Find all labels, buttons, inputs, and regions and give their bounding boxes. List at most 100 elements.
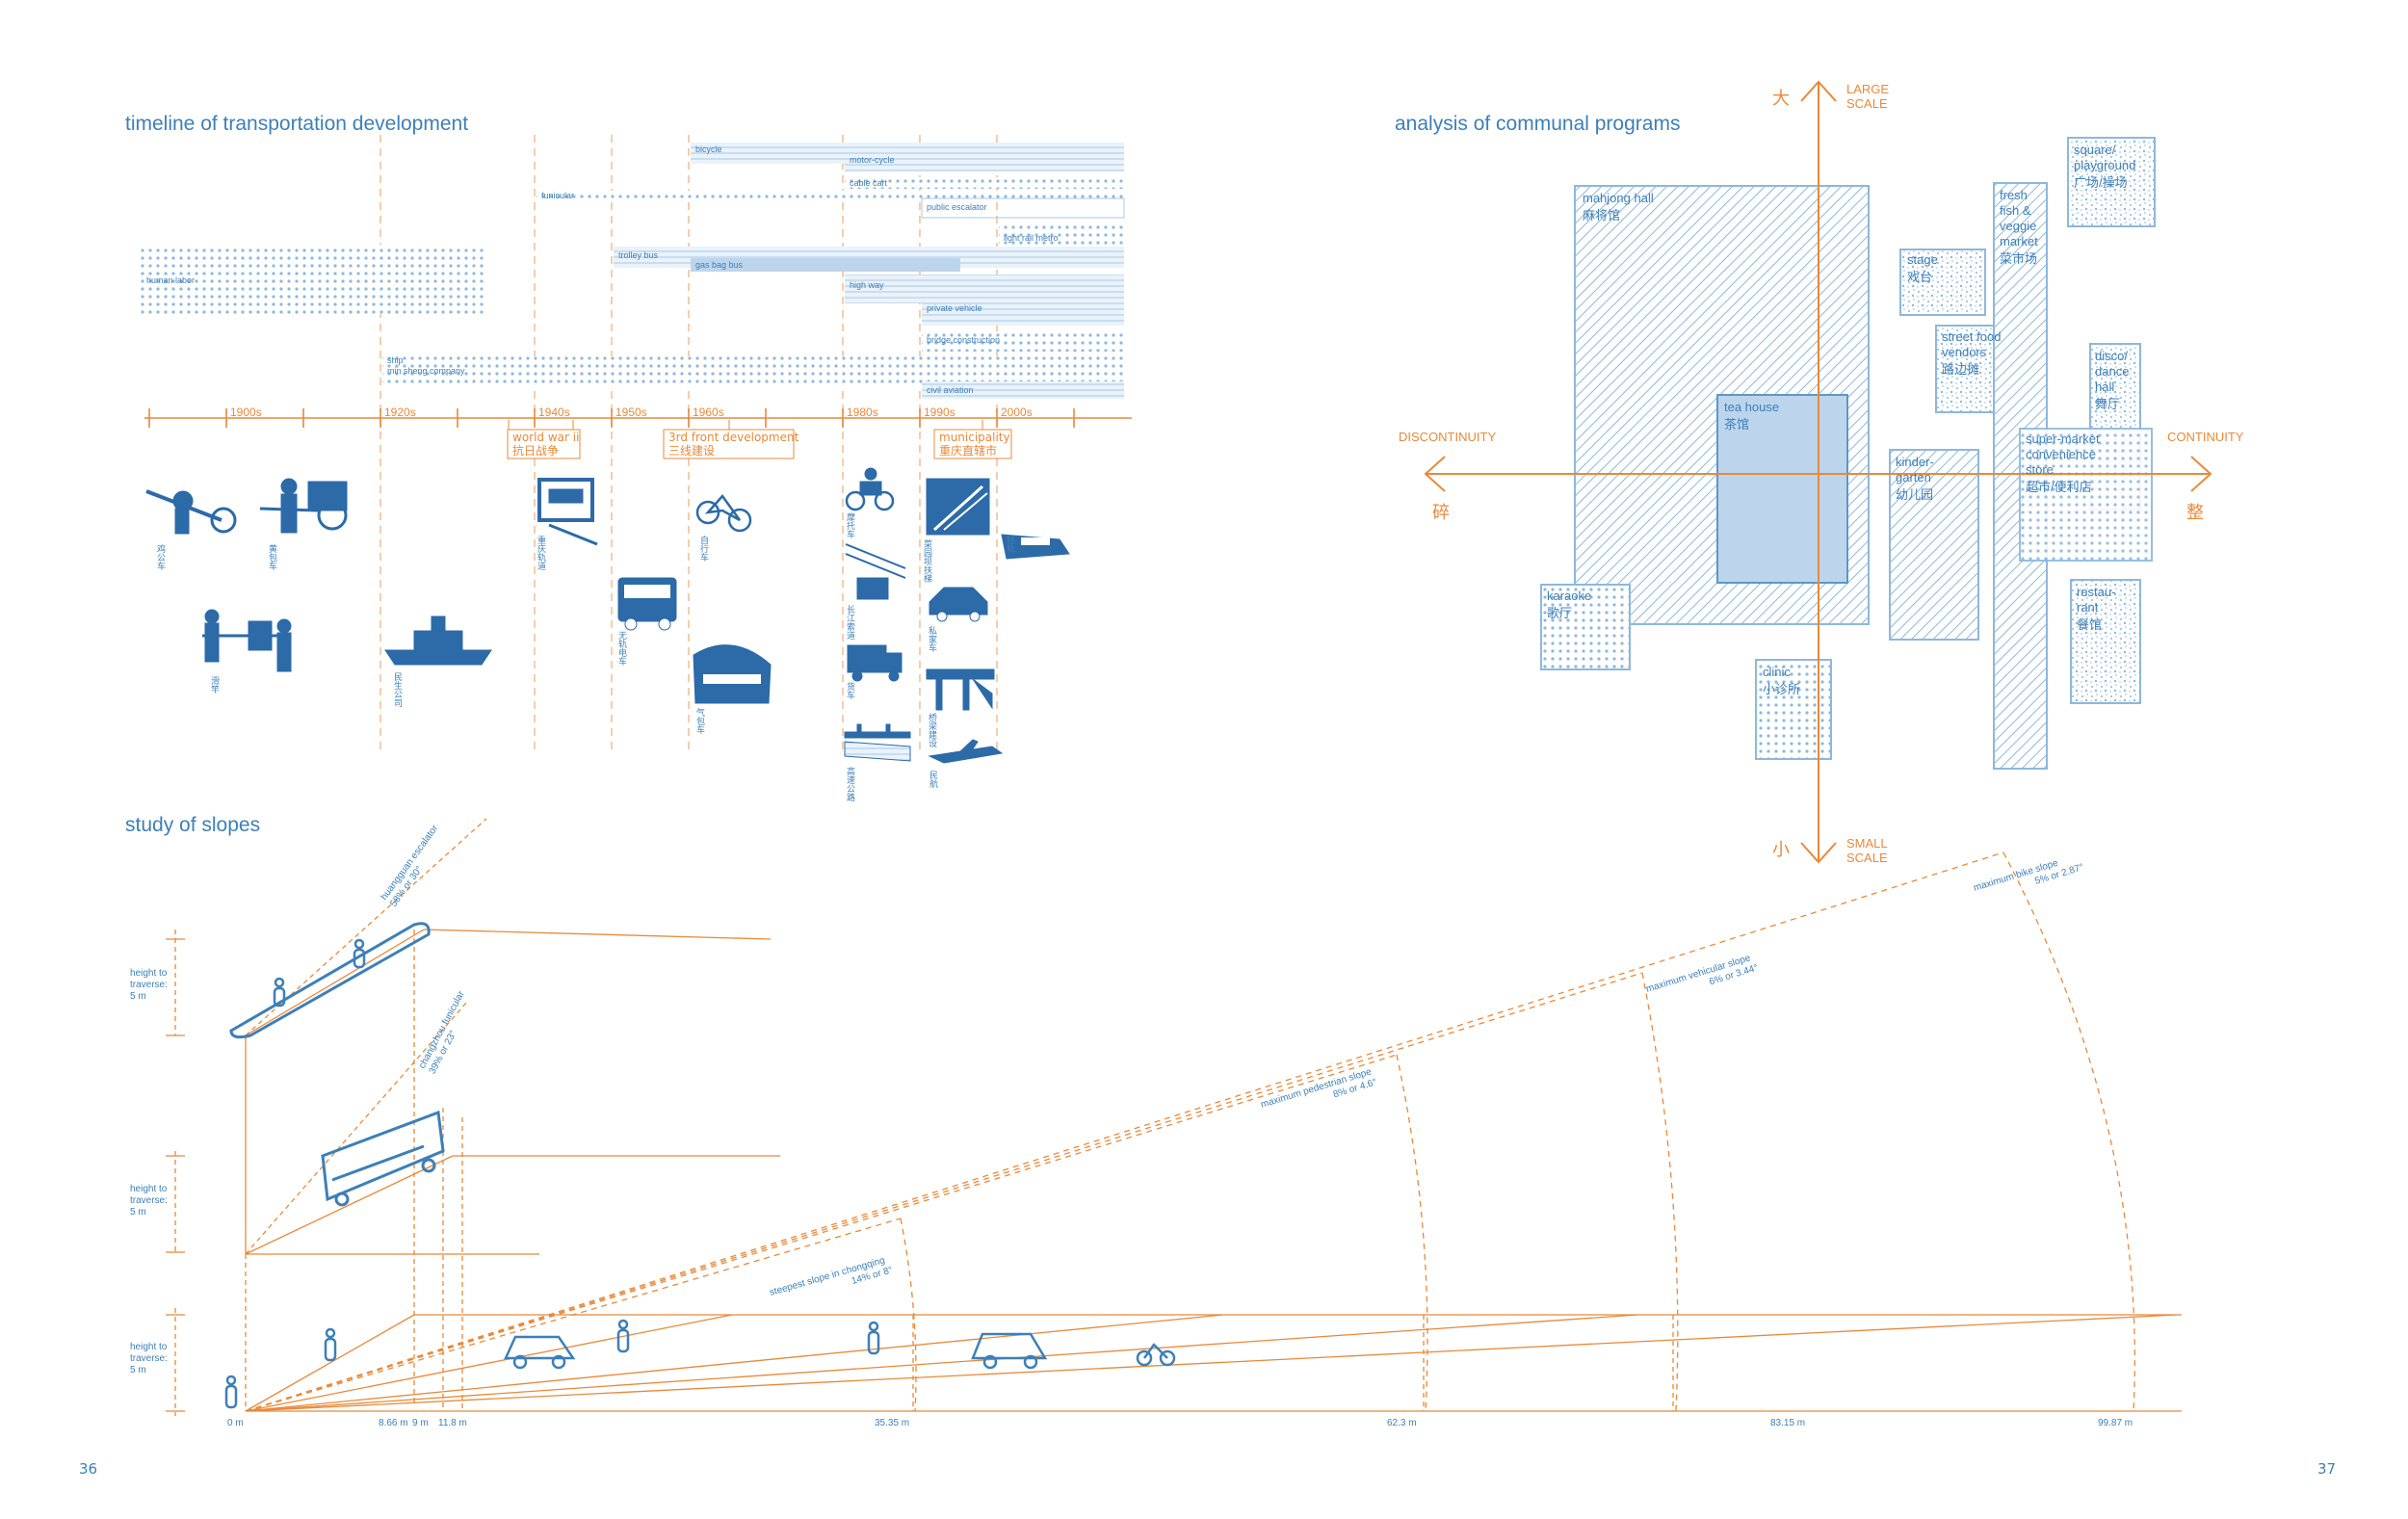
event-municipality: municipality 重庆直辖市 (934, 420, 1011, 458)
bar-funicular (537, 191, 1124, 202)
svg-text:菜园坝扶梯: 菜园坝扶梯 (922, 538, 932, 584)
decade-2000s: 2000s (1001, 406, 1033, 419)
svg-text:重庆轨道: 重庆轨道 (536, 535, 546, 571)
slope-labels-upper: huangguan escalator58% or 30° changzhou … (380, 823, 478, 1076)
decade-1940s: 1940s (538, 406, 570, 419)
svg-text:motor-cycle: motor-cycle (850, 155, 895, 165)
svg-text:99.87 m: 99.87 m (2098, 1418, 2133, 1428)
svg-text:货车: 货车 (845, 681, 855, 700)
svg-text:11.8 m: 11.8 m (438, 1418, 467, 1428)
slopes-title: study of slopes (125, 814, 260, 836)
escalator-diagram (246, 819, 780, 1411)
bar-high-way (845, 275, 1124, 303)
svg-text:小: 小 (1772, 840, 1790, 859)
page-number-left: 36 (79, 1460, 97, 1478)
decade-1920s: 1920s (384, 406, 416, 419)
svg-text:changzhou funicular39% or 23°: changzhou funicular39% or 23° (417, 989, 478, 1076)
svg-text:CONTINUITY: CONTINUITY (2167, 430, 2244, 444)
svg-text:自行车: 自行车 (698, 535, 709, 563)
svg-text:height totraverse:5 m: height totraverse:5 m (130, 1342, 168, 1375)
svg-text:private vehicle: private vehicle (927, 303, 982, 313)
airplane-icon (929, 740, 1002, 763)
svg-text:maximum vehicular slope6% or 3: maximum vehicular slope6% or 3.44° (1645, 952, 1760, 1006)
timeline-section: timeline of transportation development (125, 113, 1132, 802)
slope-rays (246, 852, 2182, 1411)
decade-1950s: 1950s (615, 406, 647, 419)
svg-text:黄包车: 黄包车 (267, 543, 277, 571)
svg-text:滑竿: 滑竿 (209, 676, 220, 694)
decade-1960s: 1960s (693, 406, 724, 419)
svg-text:8.66 m: 8.66 m (379, 1418, 408, 1428)
escalator-photo-icon (927, 479, 989, 535)
svg-text:3rd front development: 3rd front development (668, 431, 799, 444)
bicycle-icon (697, 496, 750, 531)
bus-icon (618, 578, 676, 630)
car-icon (929, 588, 987, 621)
height-label-a-1: height to (130, 968, 168, 979)
car-icon (973, 1334, 1045, 1368)
svg-text:摩托车: 摩托车 (845, 511, 855, 539)
distance-labels: 0 m 8.66 m 9 m 11.8 m 35.35 m 62.3 m 83.… (227, 1418, 2133, 1428)
ship-icon (385, 616, 491, 665)
svg-text:长江索道: 长江索道 (845, 604, 855, 641)
ray-labels: steepest slope in chongqing14% or 8° max… (769, 851, 2085, 1310)
transport-bars (140, 143, 1124, 399)
sedan-chair-icon (202, 610, 291, 671)
svg-text:35.35 m: 35.35 m (875, 1418, 909, 1428)
svg-text:funicular: funicular (541, 191, 574, 200)
svg-text:83.15 m: 83.15 m (1770, 1418, 1805, 1428)
gas-bus-icon (694, 645, 771, 703)
svg-text:civil aviation: civil aviation (927, 385, 974, 395)
rickshaw-icon (260, 479, 347, 533)
svg-text:民航: 民航 (928, 771, 938, 789)
svg-text:steepest slope in chongqing14%: steepest slope in chongqing14% or 8° (769, 1254, 894, 1310)
svg-text:私家车: 私家车 (927, 626, 937, 653)
svg-text:无轨电车: 无轨电车 (616, 631, 627, 667)
decade-1900s: 1900s (230, 406, 262, 419)
bar-ship (382, 356, 1124, 385)
svg-text:气包车: 气包车 (694, 707, 705, 735)
svg-text:bridge construction: bridge construction (927, 335, 1000, 345)
svg-text:抗日战争: 抗日战争 (512, 443, 559, 458)
svg-text:public escalator: public escalator (927, 202, 987, 212)
page-number-right: 37 (2317, 1460, 2336, 1478)
svg-text:鸡公车: 鸡公车 (155, 543, 166, 571)
funicular-icon (323, 1113, 443, 1205)
svg-text:桥梁建设: 桥梁建设 (927, 712, 937, 748)
svg-text:9 m: 9 m (412, 1418, 429, 1428)
svg-text:三线建设: 三线建设 (668, 444, 715, 458)
escalator-icon (231, 924, 429, 1037)
svg-text:轻轨: 轻轨 (1005, 535, 1015, 554)
decade-labels: 1900s 1920s 1940s 1950s 1960s 1980s 1990… (230, 406, 1033, 419)
wheelbarrow-icon (146, 491, 235, 534)
svg-text:62.3 m: 62.3 m (1387, 1418, 1417, 1428)
svg-text:maximum bike slope5% or 2.87°: maximum bike slope5% or 2.87° (1973, 851, 2085, 905)
svg-text:high way: high way (850, 280, 884, 290)
svg-text:municipality: municipality (939, 431, 1010, 444)
highway-icon (845, 724, 910, 761)
svg-text:light rail metro: light rail metro (1004, 233, 1059, 243)
truck-icon (848, 645, 902, 681)
motorcycle-icon (847, 468, 893, 510)
decade-1980s: 1980s (847, 406, 878, 419)
svg-text:human labor: human labor (146, 275, 195, 285)
svg-text:碎: 碎 (1432, 503, 1450, 522)
svg-text:民生公司: 民生公司 (392, 672, 403, 707)
svg-text:huangguan escalator58% or 30°: huangguan escalator58% or 30° (380, 823, 451, 909)
svg-text:SMALLSCALE: SMALLSCALE (1846, 836, 1888, 865)
tram-icon (539, 480, 597, 544)
svg-text:0 m: 0 m (227, 1418, 244, 1428)
svg-text:cable cart: cable cart (850, 178, 888, 188)
programs-title: analysis of communal programs (1395, 113, 1680, 135)
height-markers (166, 930, 185, 1416)
svg-text:大: 大 (1772, 89, 1790, 108)
svg-text:gas bag bus: gas bag bus (695, 260, 744, 270)
event-3rd-front: 3rd front development 三线建设 (664, 420, 799, 458)
svg-text:整: 整 (2186, 503, 2204, 522)
